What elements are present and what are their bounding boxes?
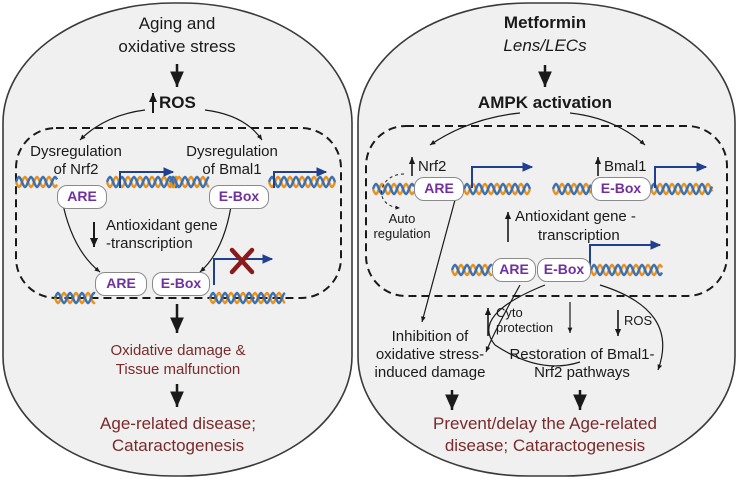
right-antioxidant-line2: transcription bbox=[538, 227, 620, 244]
inhibition-line1: Inhibition of bbox=[391, 328, 469, 345]
outcome-line1: Prevent/delay the Age-related bbox=[433, 414, 657, 433]
dna-right-bmal1-b bbox=[649, 182, 714, 196]
metformin-title: Metformin bbox=[503, 13, 587, 32]
ampk-activation: AMPK activation bbox=[477, 93, 613, 112]
restoration-line1: Restoration of Bmal1- bbox=[509, 346, 655, 363]
dna-right-bmal1-a bbox=[551, 182, 593, 196]
auto-regulation-line2: regulation bbox=[373, 226, 431, 241]
nrf2-dysregulation-line1: Dysregulation bbox=[30, 143, 122, 160]
antioxidant-text-line2: -transcription bbox=[106, 235, 193, 252]
are-combined-box: ARE bbox=[95, 272, 147, 296]
ebox-combined-box-right: E-Box bbox=[537, 258, 591, 282]
damage-line1: Oxidative damage & bbox=[110, 342, 246, 359]
left-title-line1: Aging and bbox=[138, 14, 216, 33]
bmal1-dysregulation-line1: Dysregulation bbox=[186, 143, 278, 160]
are-element-box-right: ARE bbox=[414, 177, 464, 201]
arrow-combined-to-restoration bbox=[488, 284, 581, 367]
dna-strands bbox=[14, 175, 714, 305]
gene-arrow-right-bmal1 bbox=[654, 162, 708, 188]
gene-arrow-bmal1 bbox=[273, 167, 328, 188]
arrow-combined-to-inhibition bbox=[485, 284, 521, 353]
inhibition-line2: oxidative stress- bbox=[375, 346, 485, 363]
arrow-loop-to-restoration bbox=[599, 284, 664, 371]
dna-right-combined-a bbox=[450, 263, 493, 277]
cyto-line1: Cyto bbox=[496, 305, 523, 320]
bmal1-label: Bmal1 bbox=[604, 158, 647, 175]
right-antioxidant-line1: Antioxidant gene - bbox=[515, 208, 636, 225]
disease-line1: Age-related disease; bbox=[100, 414, 256, 433]
dna-left-nrf2-a bbox=[14, 175, 59, 189]
left-nucleus-region bbox=[15, 127, 342, 299]
dna-left-bmal1-a bbox=[168, 175, 210, 189]
damage-line2: Tissue malfunction bbox=[115, 361, 241, 378]
dna-left-combined-a bbox=[53, 291, 96, 305]
arrow-ebox-to-combined bbox=[199, 199, 233, 273]
right-panel bbox=[357, 2, 736, 477]
dna-right-nrf2-a bbox=[371, 182, 416, 196]
dna-right-nrf2-b bbox=[462, 182, 532, 196]
gene-arrow-right-combined bbox=[589, 240, 662, 268]
bmal1-dysregulation-line2: of Bmal1 bbox=[202, 161, 262, 178]
arrow-ros-to-bmal1 bbox=[204, 109, 263, 141]
restoration-line2: Nrf2 pathways bbox=[534, 364, 630, 381]
left-panel bbox=[2, 2, 353, 477]
outcome-line2: disease; Cataractogenesis bbox=[444, 436, 646, 455]
dna-left-nrf2-b bbox=[105, 175, 180, 189]
dna-right-combined-b bbox=[589, 263, 664, 277]
ros-label: ROS bbox=[159, 93, 196, 112]
ebox-element-box: E-Box bbox=[209, 185, 269, 209]
arrow-are-to-combined bbox=[61, 199, 101, 273]
ros-right-label: ROS bbox=[624, 313, 653, 328]
disease-line2: Cataractogenesis bbox=[111, 436, 245, 455]
arrow-ampk-to-bmal1 bbox=[569, 112, 646, 146]
are-element-box: ARE bbox=[57, 185, 107, 209]
arrow-ampk-to-nrf2 bbox=[429, 112, 521, 146]
are-combined-box-right: ARE bbox=[492, 258, 536, 282]
inhibition-x-icon bbox=[229, 247, 255, 275]
inhibition-line3: induced damage bbox=[374, 364, 486, 381]
arrow-are-to-inhibition bbox=[421, 199, 456, 323]
ebox-element-box-right: E-Box bbox=[591, 177, 651, 201]
auto-regulation-loop bbox=[381, 173, 405, 210]
right-nucleus-region bbox=[365, 125, 728, 297]
nrf2-label: Nrf2 bbox=[418, 158, 447, 175]
dna-left-bmal1-b bbox=[267, 175, 337, 189]
cyto-line2: protection bbox=[496, 320, 554, 335]
lens-subtitle: Lens/LECs bbox=[503, 36, 587, 55]
auto-regulation-line1: Auto bbox=[388, 211, 416, 226]
gene-arrow-combined bbox=[213, 254, 274, 285]
nrf2-dysregulation-line2: of Nrf2 bbox=[53, 161, 99, 178]
dna-left-combined-b bbox=[208, 291, 286, 305]
antioxidant-text-line1: Antioxidant gene bbox=[106, 217, 218, 234]
gene-arrow-right-nrf2 bbox=[471, 162, 534, 188]
arrow-ros-to-nrf2 bbox=[79, 109, 146, 141]
gene-arrow-nrf2 bbox=[119, 167, 175, 188]
left-title-line2: oxidative stress bbox=[118, 37, 236, 56]
ebox-combined-box: E-Box bbox=[152, 272, 210, 296]
